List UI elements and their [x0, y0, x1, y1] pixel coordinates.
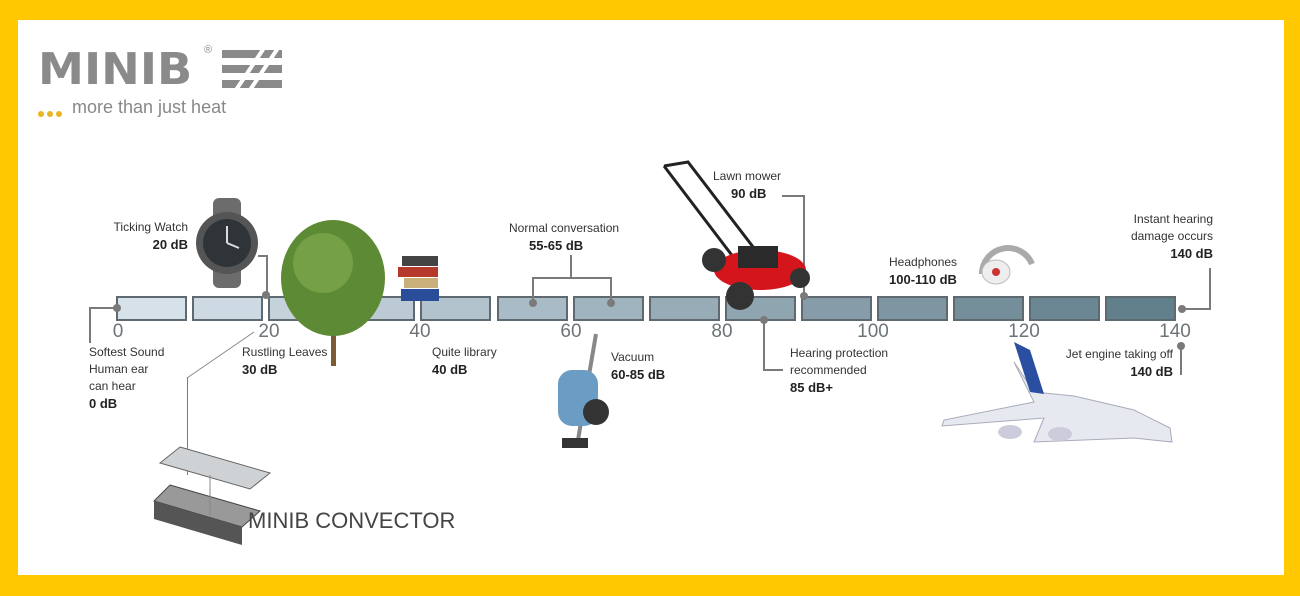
connector-line — [1182, 308, 1211, 310]
connector-line — [570, 255, 572, 278]
connector-line — [89, 307, 91, 343]
brand-tagline: more than just heat — [72, 97, 227, 117]
connector-line — [266, 255, 268, 295]
scale-tick-label: 140 — [1159, 321, 1191, 342]
watch-icon — [196, 198, 258, 288]
books-icon — [398, 256, 439, 301]
scale-segment — [953, 296, 1025, 321]
scale-tick-label: 0 — [112, 321, 124, 342]
product-label: MINIB CONVECTOR — [248, 508, 456, 533]
connector-line — [532, 277, 534, 301]
scale-tick-label: 20 — [258, 321, 280, 342]
scale-segment — [800, 296, 872, 321]
convector-pointer-line — [186, 331, 255, 379]
scale-segment — [116, 296, 187, 321]
scale-segment — [1029, 296, 1101, 321]
vacuum-cleaner-icon — [558, 333, 609, 448]
scale-segment — [192, 296, 264, 321]
scale-tick-label: 100 — [857, 321, 889, 342]
connector-dot — [1178, 305, 1186, 313]
connector-dot — [607, 299, 615, 307]
registered-mark: ® — [204, 44, 213, 56]
connector-line — [187, 377, 188, 475]
connector-dot — [262, 291, 270, 299]
scale-segment — [877, 296, 948, 321]
connector-dot — [800, 292, 808, 300]
tree-icon — [281, 220, 385, 366]
minib-logo-mark-icon — [222, 48, 282, 90]
connector-line — [1209, 268, 1211, 310]
tagline-dots — [38, 104, 68, 117]
connector-dot — [113, 304, 121, 312]
convector-icon — [153, 446, 272, 545]
scale-tick-label: 120 — [1008, 321, 1040, 342]
airplane-icon — [941, 342, 1173, 443]
scale-tick-label: 40 — [409, 321, 431, 342]
connector-dot — [1177, 342, 1185, 350]
connector-line — [763, 320, 765, 370]
connector-line — [258, 255, 268, 257]
connector-line — [532, 277, 612, 279]
scale-segment — [648, 296, 720, 321]
brand-logo: MINIB — [38, 44, 193, 95]
connector-dot — [760, 316, 768, 324]
connector-line — [610, 277, 612, 301]
connector-line — [782, 195, 804, 197]
connector-dot — [529, 299, 537, 307]
scale-segment — [1105, 296, 1177, 321]
connector-line — [763, 369, 783, 371]
connector-line — [89, 307, 117, 309]
scale-tick-label: 80 — [711, 321, 733, 342]
lawn-mower-icon — [662, 160, 810, 310]
connector-line — [1180, 345, 1182, 375]
connector-line — [803, 195, 805, 295]
headphones-icon — [979, 245, 1035, 285]
scale-tick-label: 60 — [560, 321, 582, 342]
